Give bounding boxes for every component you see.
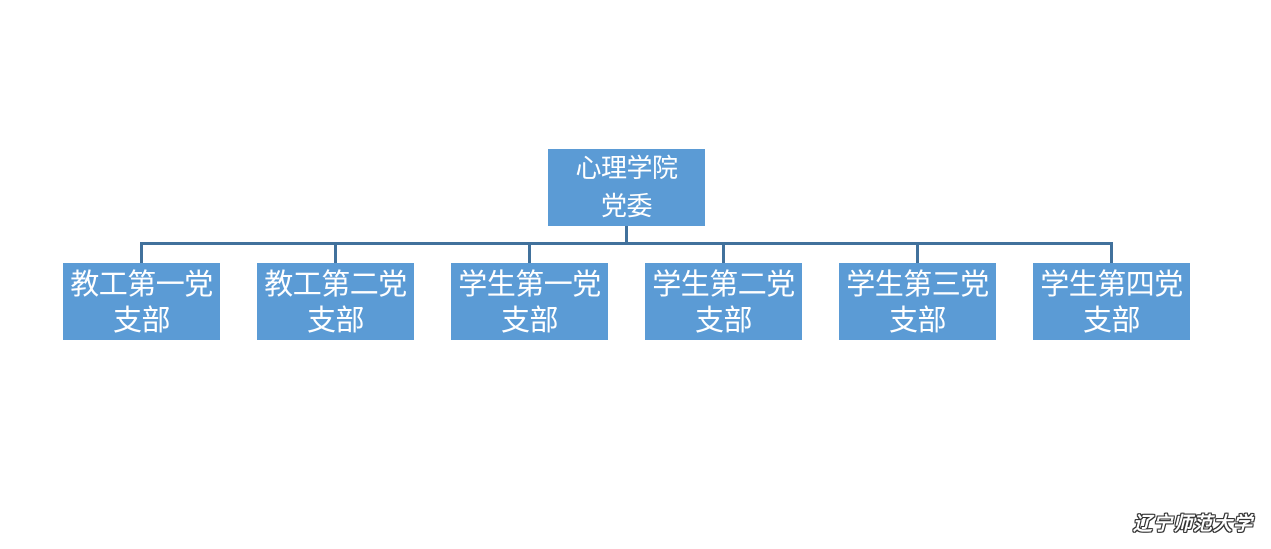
child-drop-connector xyxy=(140,242,143,263)
branch-node-line1: 教工第一党 xyxy=(70,266,213,301)
branch-node-line2: 支部 xyxy=(1082,302,1141,337)
root-stem-connector xyxy=(625,226,628,243)
university-watermark: 辽宁师范大学 xyxy=(1132,513,1253,535)
branch-node-student-4[interactable]: 学生第四党 支部 xyxy=(1033,263,1190,340)
root-node-line1: 心理学院 xyxy=(575,153,678,184)
child-drop-connector xyxy=(916,242,919,263)
branch-node-line1: 学生第三党 xyxy=(846,266,989,301)
branch-node-line2: 支部 xyxy=(112,302,171,337)
branch-node-student-1[interactable]: 学生第一党 支部 xyxy=(451,263,608,340)
branch-node-teacher-2[interactable]: 教工第二党 支部 xyxy=(257,263,414,340)
child-drop-connector xyxy=(334,242,337,263)
branch-node-line1: 学生第一党 xyxy=(458,266,601,301)
child-drop-connector xyxy=(722,242,725,263)
branch-node-line2: 支部 xyxy=(306,302,365,337)
child-drop-connector xyxy=(1110,242,1113,263)
branch-node-student-2[interactable]: 学生第二党 支部 xyxy=(645,263,802,340)
branch-node-line1: 学生第二党 xyxy=(652,266,795,301)
branch-node-teacher-1[interactable]: 教工第一党 支部 xyxy=(63,263,220,340)
branch-node-line2: 支部 xyxy=(888,302,947,337)
horizontal-bus-connector xyxy=(140,242,1113,245)
branch-node-student-3[interactable]: 学生第三党 支部 xyxy=(839,263,996,340)
branch-node-line2: 支部 xyxy=(694,302,753,337)
branch-node-line1: 教工第二党 xyxy=(264,266,407,301)
root-node[interactable]: 心理学院 党委 xyxy=(548,149,705,226)
child-drop-connector xyxy=(528,242,531,263)
root-node-line2: 党委 xyxy=(600,191,653,222)
branch-node-line1: 学生第四党 xyxy=(1040,266,1183,301)
branch-node-line2: 支部 xyxy=(500,302,559,337)
